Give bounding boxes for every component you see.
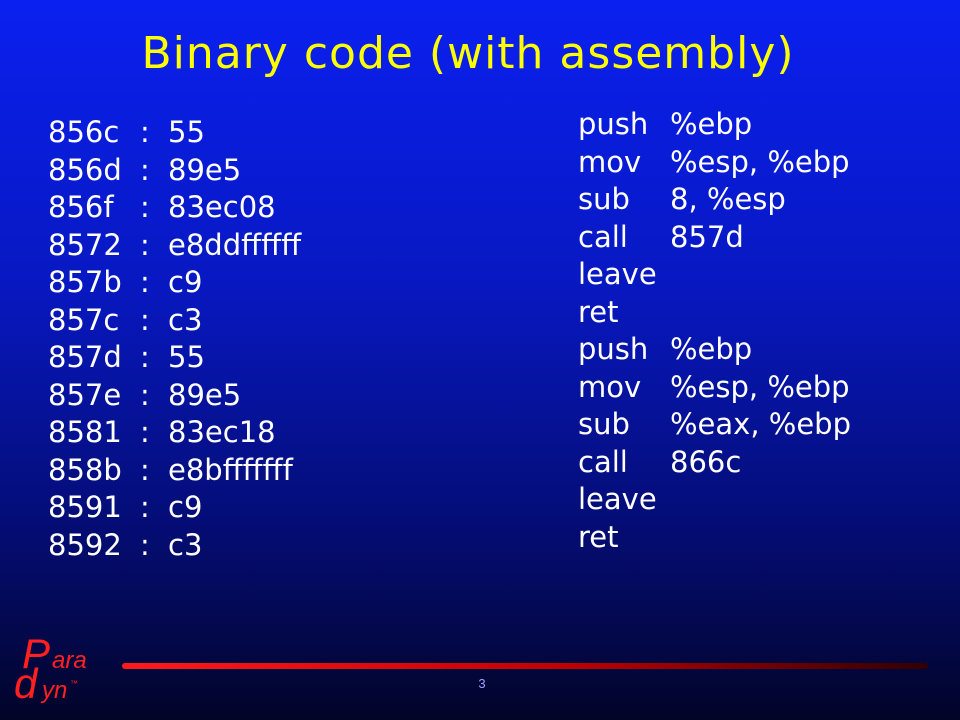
binary-row: 858b: e8bfffffff <box>48 452 301 490</box>
binary-bytes: e8bfffffff <box>168 452 293 487</box>
assembly-operands: 866c <box>670 444 742 479</box>
assembly-opcode: ret <box>578 519 619 554</box>
logo-letter-p: P <box>22 630 50 677</box>
assembly-operands: %esp, %ebp <box>670 144 850 179</box>
binary-separator: : <box>140 415 150 449</box>
binary-bytes: c3 <box>168 302 203 337</box>
binary-separator: : <box>140 377 150 412</box>
logo-letter-d: d <box>14 660 39 706</box>
binary-address: 857b <box>48 265 122 299</box>
binary-address: 856f <box>48 190 114 224</box>
assembly-operands: %esp, %ebp <box>670 369 850 404</box>
binary-separator: : <box>140 265 150 299</box>
binary-row: 857b: c9 <box>48 264 301 302</box>
assembly-operands: 857d <box>670 219 744 254</box>
assembly-listing: push %ebp mov %esp, %ebp sub 8, %esp call 85… <box>578 106 851 556</box>
binary-bytes: 89e5 <box>168 377 242 412</box>
binary-separator: : <box>140 527 150 562</box>
binary-bytes: 55 <box>168 115 205 149</box>
binary-bytes: 83ec18 <box>168 415 276 449</box>
binary-row: 856d:89e5 <box>48 152 301 190</box>
assembly-row: call 857d <box>578 219 851 257</box>
binary-row: 857e:89e5 <box>48 377 301 415</box>
binary-separator: : <box>140 490 150 524</box>
binary-row: 857d:55 <box>48 339 301 377</box>
assembly-row: leave <box>578 256 851 294</box>
binary-bytes: e8ddffffff <box>168 227 302 262</box>
assembly-row: sub %eax, %ebp <box>578 406 851 444</box>
binary-row: 8581:83ec18 <box>48 414 301 452</box>
logo-text-ara: ara <box>52 647 87 674</box>
binary-address: 857c <box>48 302 120 337</box>
logo-text-yn: yn <box>40 677 67 704</box>
assembly-opcode: sub <box>578 407 630 441</box>
assembly-operands: %ebp <box>670 332 753 366</box>
paradyn-logo-icon: P ara d yn ™ <box>14 630 87 706</box>
binary-separator: : <box>140 452 150 487</box>
assembly-row: ret <box>578 519 851 557</box>
binary-bytes: c9 <box>168 265 203 299</box>
binary-separator: : <box>140 227 150 262</box>
assembly-row: mov %esp, %ebp <box>578 369 851 407</box>
binary-bytes: 55 <box>168 340 205 374</box>
assembly-row: call 866c <box>578 444 851 482</box>
assembly-row: mov %esp, %ebp <box>578 144 851 182</box>
assembly-opcode: push <box>578 107 649 141</box>
binary-separator: : <box>140 152 150 187</box>
binary-separator: : <box>140 115 150 149</box>
assembly-row: ret <box>578 294 851 332</box>
binary-address: 858b <box>48 452 122 487</box>
binary-bytes: 89e5 <box>168 152 242 187</box>
logo-trademark: ™ <box>70 679 78 688</box>
binary-address: 8572 <box>48 227 122 262</box>
assembly-row: push %ebp <box>578 106 851 144</box>
binary-address: 856c <box>48 115 120 149</box>
assembly-row: sub 8, %esp <box>578 181 851 219</box>
binary-row: 857c: c3 <box>48 302 301 340</box>
footer-rule <box>122 663 928 669</box>
assembly-row: push %ebp <box>578 331 851 369</box>
assembly-opcode: call <box>578 444 628 479</box>
binary-bytes: 83ec08 <box>168 190 276 224</box>
binary-row: 8592: c3 <box>48 527 301 565</box>
assembly-opcode: leave <box>578 482 657 516</box>
binary-address: 857e <box>48 377 122 412</box>
binary-address: 857d <box>48 340 122 374</box>
assembly-operands: 8, %esp <box>670 182 786 216</box>
assembly-opcode: mov <box>578 369 642 404</box>
assembly-opcode: call <box>578 219 628 254</box>
binary-address: 8581 <box>48 415 122 449</box>
binary-row: 856f:83ec08 <box>48 189 301 227</box>
assembly-opcode: sub <box>578 182 630 216</box>
binary-address: 856d <box>48 152 122 187</box>
assembly-row: leave <box>578 481 851 519</box>
binary-listing: 856c:55 856d:89e5 856f:83ec08 8572:e8ddf… <box>48 114 301 564</box>
binary-row: 856c:55 <box>48 114 301 152</box>
binary-separator: : <box>140 340 150 374</box>
assembly-opcode: leave <box>578 257 657 291</box>
binary-address: 8592 <box>48 527 122 562</box>
assembly-operands: %ebp <box>670 107 753 141</box>
binary-address: 8591 <box>48 490 122 524</box>
assembly-operands: %eax, %ebp <box>670 407 851 441</box>
binary-row: 8591: c9 <box>48 489 301 527</box>
slide-title: Binary code (with assembly) <box>141 28 795 79</box>
page-number: 3 <box>478 676 486 691</box>
assembly-opcode: ret <box>578 294 619 329</box>
binary-separator: : <box>140 190 150 224</box>
binary-bytes: c3 <box>168 527 203 562</box>
binary-separator: : <box>140 302 150 337</box>
binary-row: 8572: e8ddffffff <box>48 227 301 265</box>
binary-bytes: c9 <box>168 490 203 524</box>
assembly-opcode: mov <box>578 144 642 179</box>
assembly-opcode: push <box>578 332 649 366</box>
